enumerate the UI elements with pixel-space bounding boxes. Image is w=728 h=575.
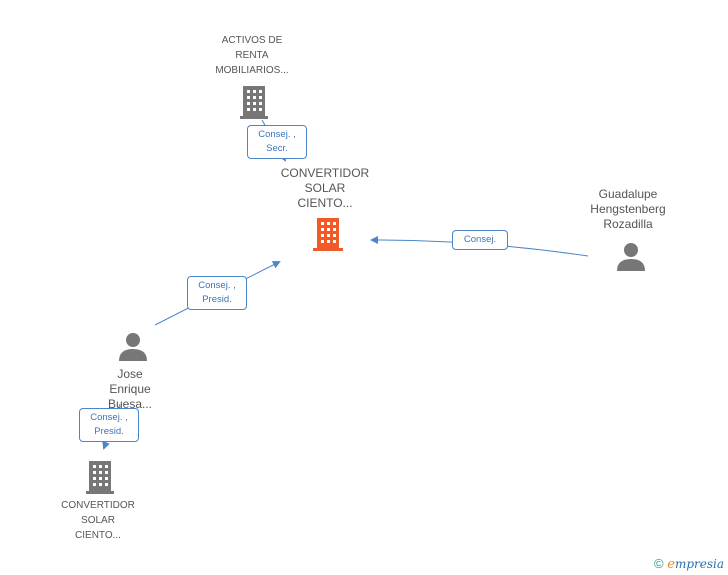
node-label-bottom[interactable]: CONVERTIDOR SOLAR CIENTO... bbox=[61, 500, 135, 541]
edge-label-consej-presid[interactable]: Consej. , Presid. bbox=[187, 276, 247, 310]
node-label-activos[interactable]: ACTIVOS DE RENTA MOBILIARIOS... bbox=[215, 35, 289, 76]
node-label-guadalupe[interactable]: Guadalupe Hengstenberg Rozadilla bbox=[590, 187, 666, 231]
building-icon[interactable] bbox=[238, 84, 270, 120]
node-label-center[interactable]: CONVERTIDOR SOLAR CIENTO... bbox=[280, 166, 370, 210]
edge-label-consej[interactable]: Consej. bbox=[452, 230, 508, 250]
brand-rest: mpresia bbox=[674, 557, 724, 571]
person-icon[interactable] bbox=[615, 241, 647, 271]
person-icon[interactable] bbox=[117, 331, 149, 361]
building-icon[interactable] bbox=[311, 216, 345, 252]
edge-label-consej-secr[interactable]: Consej. , Secr. bbox=[247, 125, 307, 159]
brand-e: e bbox=[667, 557, 675, 572]
building-icon[interactable] bbox=[84, 459, 116, 495]
edge-label-consej-presid-2[interactable]: Consej. , Presid. bbox=[79, 408, 139, 442]
empresia-logo: © empresia bbox=[654, 556, 724, 572]
node-label-jose[interactable]: Jose Enrique Buesa... bbox=[107, 367, 153, 411]
copyright-symbol: © bbox=[654, 556, 664, 571]
